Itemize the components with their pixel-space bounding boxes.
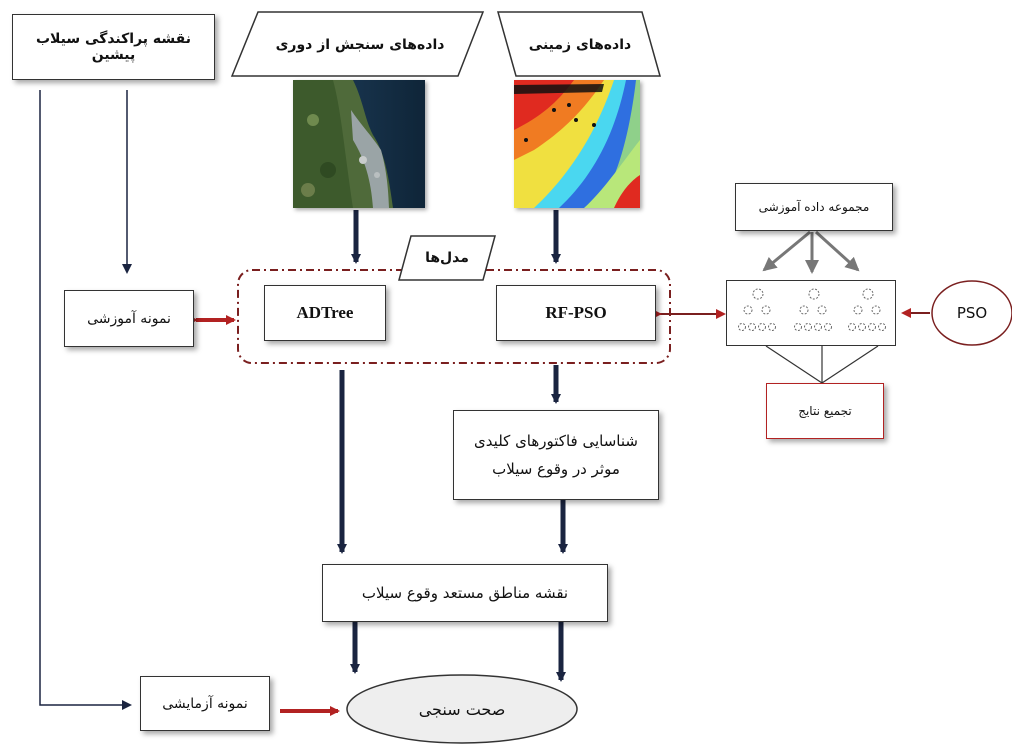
pso-label: PSO: [956, 304, 988, 322]
ensemble-trees-box: [726, 280, 896, 346]
ground-data-label: داده‌های زمینی: [528, 37, 632, 53]
remote-sensing-label: داده‌های سنجش از دوری: [275, 37, 445, 53]
arrow-prior-to-test: [39, 90, 132, 710]
decision-trees-icon: [738, 288, 886, 331]
key-factors-label: شناسایی فاکتورهای کلیدی موثر در وقوع سیل…: [474, 432, 638, 478]
aggregate-results-box: تجمیع نتایج: [766, 383, 884, 439]
pso-ellipse: [931, 280, 1012, 346]
arrow-dataset-3: [814, 230, 860, 272]
satellite-image: [293, 80, 425, 208]
flood-susceptibility-map-label: نقشه مناطق مستعد وقوع سیلاب: [361, 584, 569, 602]
flood-susceptibility-map-box: نقشه مناطق مستعد وقوع سیلاب: [322, 564, 608, 622]
validation-label: صحت سنجی: [418, 699, 506, 719]
rf-pso-box: RF-PSO: [496, 285, 656, 341]
training-dataset-label: مجموعه داده آموزشی: [758, 200, 870, 214]
models-label-shape: [398, 235, 496, 281]
prior-flood-map-label: نقشه پراکندگی سیلاب پیشین: [35, 31, 191, 63]
prior-flood-map-box: نقشه پراکندگی سیلاب پیشین: [12, 14, 215, 80]
training-sample-box: نمونه آموزشی: [64, 290, 194, 347]
validation-ellipse: [346, 674, 578, 744]
arrow-dataset-1: [762, 230, 811, 272]
remote-sensing-shape: [230, 11, 485, 77]
test-sample-label: نمونه آزمایشی: [162, 695, 248, 712]
test-sample-box: نمونه آزمایشی: [140, 676, 270, 731]
training-sample-label: نمونه آموزشی: [87, 310, 171, 327]
aggregate-results-label: تجمیع نتایج: [798, 404, 852, 418]
ground-data-shape: [497, 11, 661, 77]
ground-contour-image: [514, 80, 640, 208]
training-dataset-box: مجموعه داده آموزشی: [735, 183, 893, 231]
key-factors-box: شناسایی فاکتورهای کلیدی موثر در وقوع سیل…: [453, 410, 659, 500]
adtree-label: ADTree: [296, 303, 354, 322]
models-label: مدل‌ها: [425, 250, 469, 266]
rf-pso-label: RF-PSO: [545, 303, 607, 322]
adtree-box: ADTree: [264, 285, 386, 341]
